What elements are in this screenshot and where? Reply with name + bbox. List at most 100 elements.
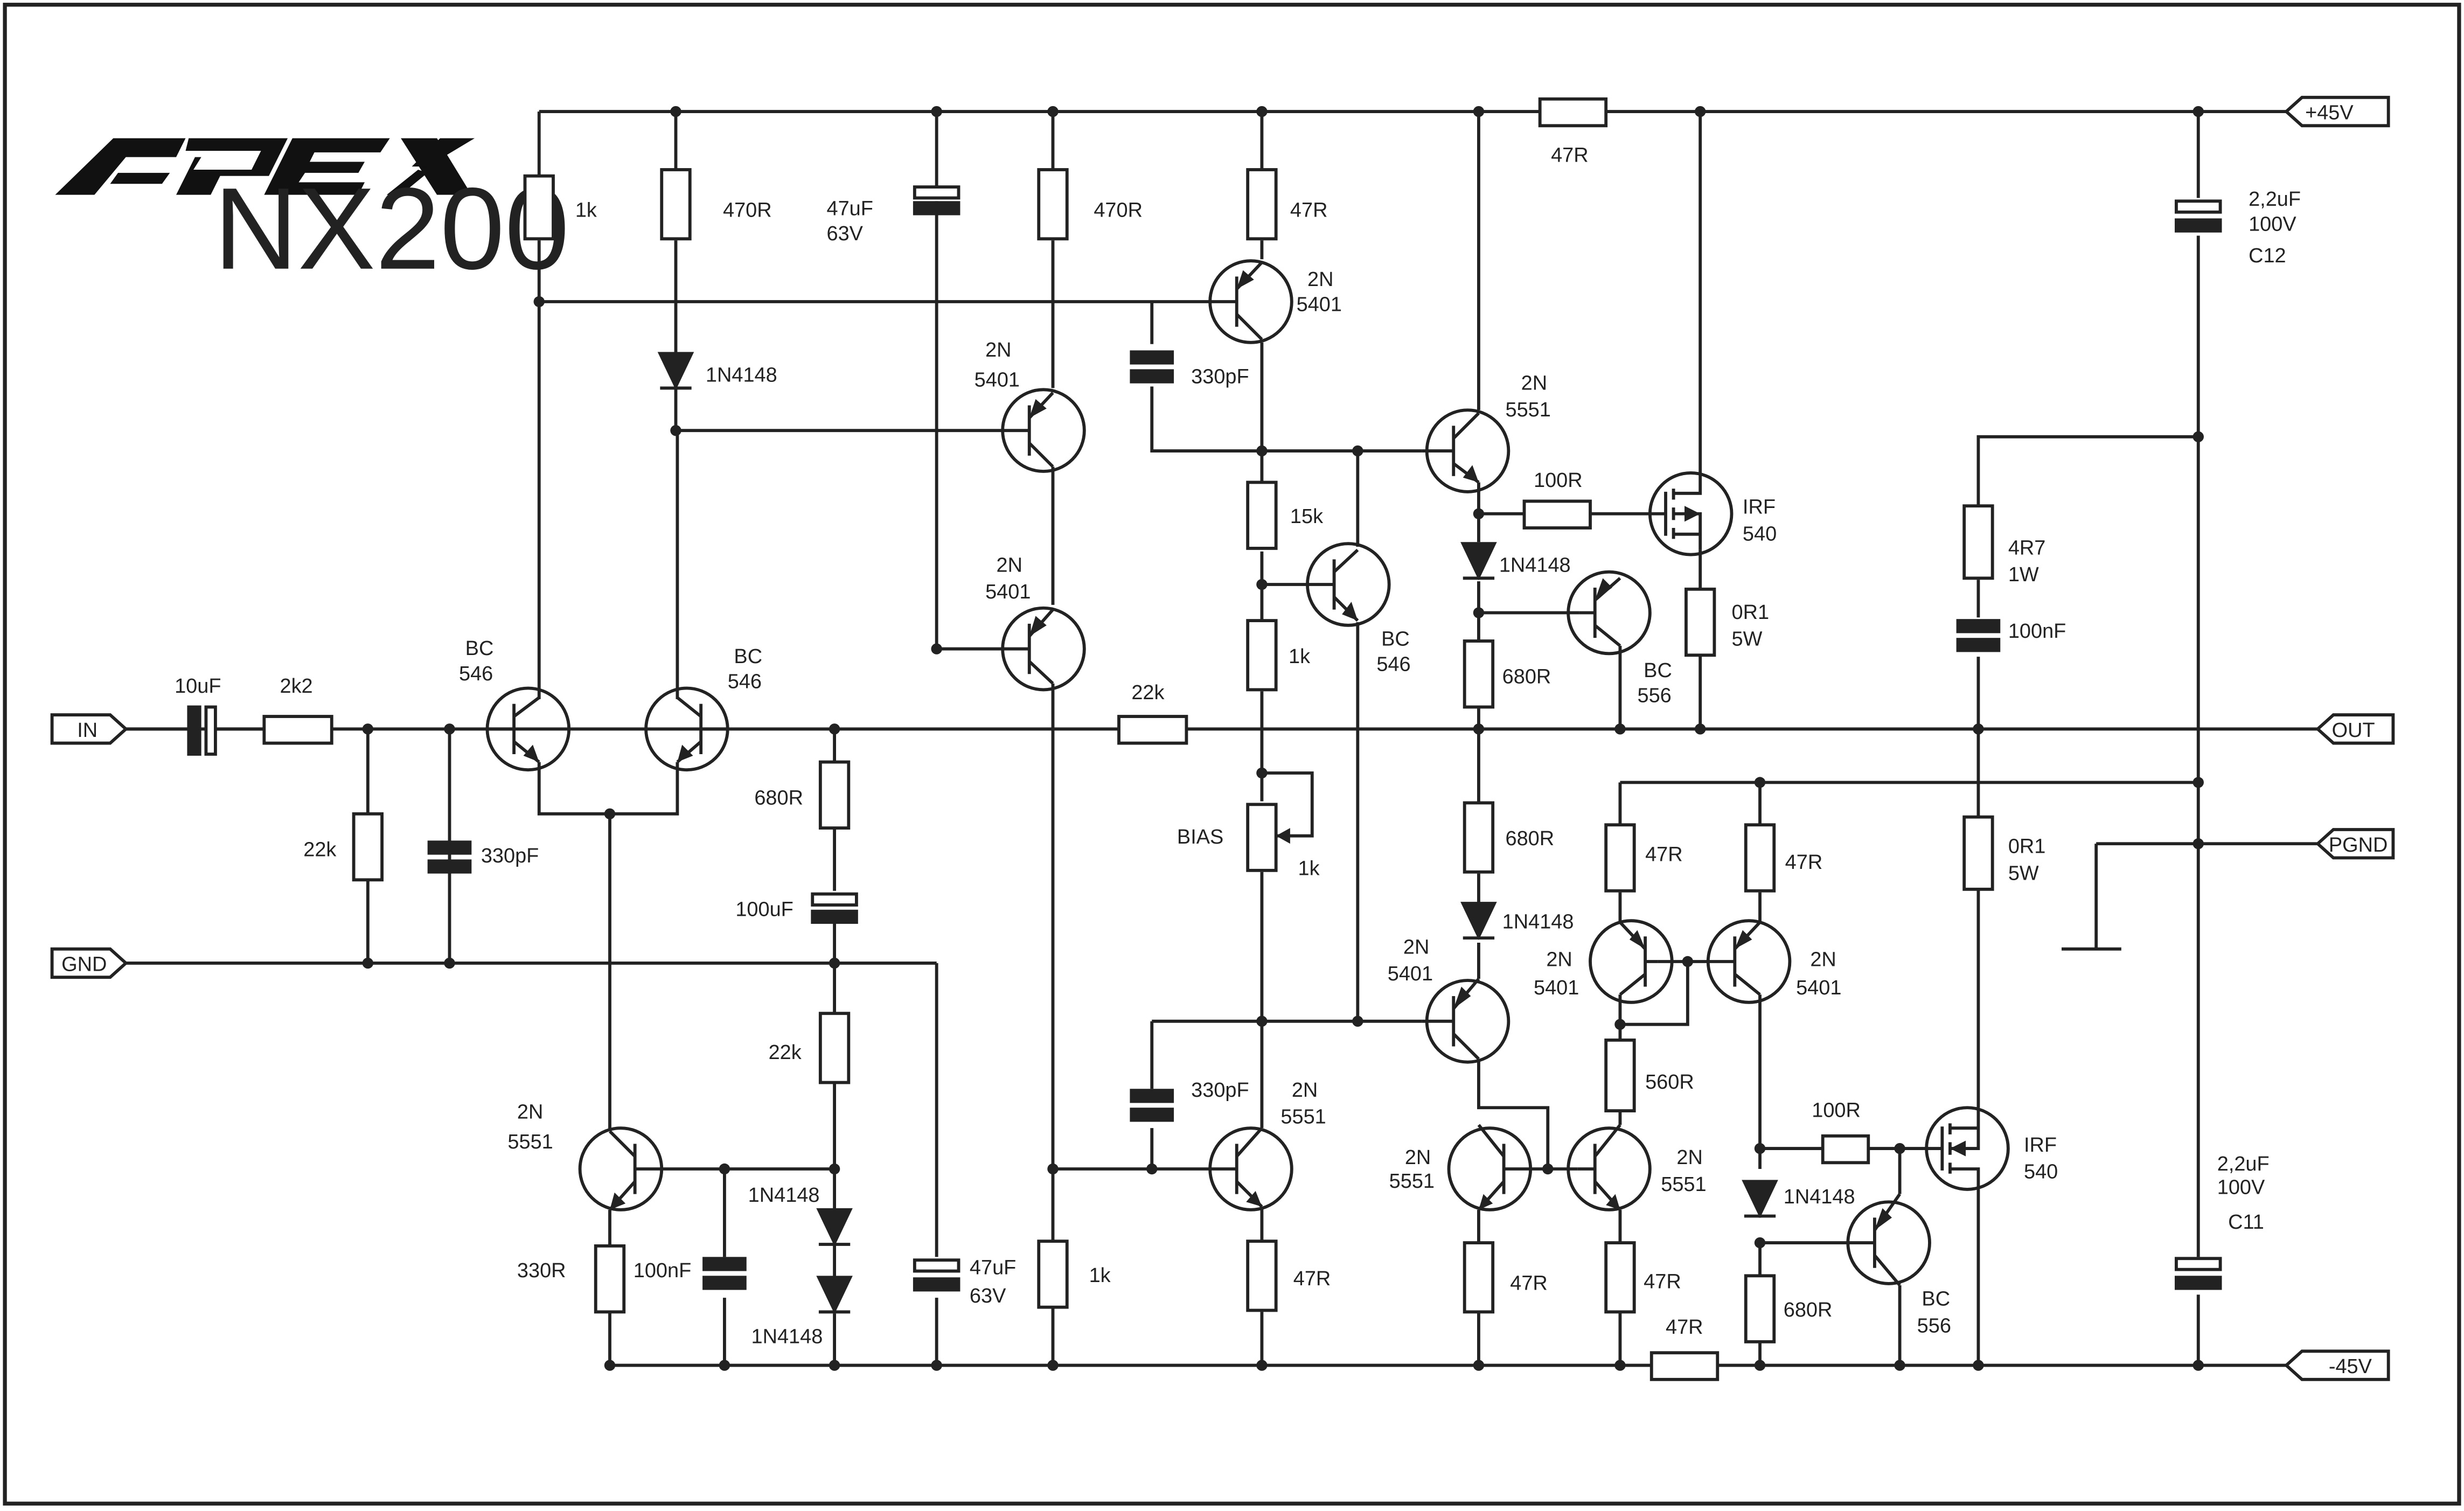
transistors (485, 259, 2010, 1286)
resistor-1k-top (523, 174, 555, 241)
component-label: 47R (1551, 144, 1589, 166)
component-label: 100nF (634, 1259, 691, 1282)
component-label: 556 (1638, 685, 1672, 707)
component-label: 0R1 (1732, 601, 1770, 624)
transistor-arrows (523, 270, 1966, 1230)
resistor-330r (594, 1244, 626, 1314)
resistor-47r-right (1744, 823, 1776, 893)
component-label: 2,2uF (2217, 1153, 2270, 1175)
component-label: 546 (728, 671, 762, 693)
component-label: 330pF (1191, 1079, 1249, 1102)
component-label: C11 (2228, 1211, 2264, 1234)
component-label: 5551 (1506, 399, 1551, 421)
port-in (50, 713, 129, 745)
label-in: IN (77, 719, 98, 742)
component-label: 2k2 (280, 675, 313, 698)
component-label: 680R (1784, 1299, 1833, 1321)
component-label: 5401 (1534, 977, 1579, 999)
resistor-47r-cs2 (1604, 1241, 1636, 1314)
component-label: BC (465, 637, 494, 660)
resistor-47r-cs1 (1463, 1241, 1495, 1314)
component-label: 5W (1732, 628, 1763, 651)
component-label: 546 (459, 663, 493, 685)
component-label: 100nF (2008, 620, 2066, 643)
component-label: 5551 (1389, 1170, 1435, 1193)
component-label: 556 (1917, 1314, 1951, 1337)
component-label: 1k (1289, 645, 1311, 668)
resistor-1k-bias (1246, 619, 1278, 692)
component-label: BC (1922, 1288, 1950, 1311)
component-label: 470R (723, 199, 772, 221)
component-label: 22k (303, 839, 337, 861)
component-label: 47R (1290, 199, 1328, 221)
component-label: 47R (1666, 1316, 1703, 1339)
label-pgnd: PGND (2329, 834, 2388, 857)
component-label: 1N4148 (1502, 911, 1574, 934)
component-label: 2N (517, 1101, 543, 1124)
component-label: IRF (2024, 1134, 2057, 1157)
resistor-100r-bot (1821, 1134, 1870, 1165)
label-vneg: -45V (2329, 1355, 2372, 1378)
component-label: 47R (1644, 1271, 1681, 1293)
component-label: BC (734, 645, 762, 668)
component-label: 4R7 (2008, 537, 2046, 560)
component-label: 5551 (507, 1131, 553, 1153)
component-label: 680R (754, 786, 803, 809)
component-labels: 10uF 2k2 22k 330pF BC 546 BC 546 1k 470R 1… (175, 144, 2301, 1348)
wires (126, 110, 2318, 1367)
resistor-560r (1604, 1038, 1636, 1112)
port-pgnd (2315, 828, 2395, 860)
component-label: 540 (2024, 1160, 2058, 1183)
resistor-15k (1246, 481, 1278, 550)
component-label: 1N4148 (1499, 554, 1571, 577)
component-label: 330pF (1191, 366, 1249, 388)
component-label: 47R (1293, 1268, 1331, 1290)
resistor-47r-neg (1649, 1351, 1720, 1381)
component-label: 560R (1645, 1071, 1694, 1094)
component-label: IRF (1743, 496, 1776, 519)
component-label: 680R (1502, 666, 1551, 688)
resistor-22k-in (352, 812, 384, 882)
junctions (362, 106, 2204, 1371)
component-label: 680R (1506, 827, 1555, 850)
resistor-47r-left (1604, 823, 1636, 893)
component-label: 1k (1089, 1264, 1111, 1287)
component-label: 63V (970, 1285, 1006, 1307)
resistor-680r-mid (1463, 801, 1495, 874)
component-label: 2N (1546, 949, 1572, 971)
port-tags (50, 95, 2395, 1381)
component-label: 5551 (1280, 1105, 1326, 1128)
component-label: 2N (997, 554, 1022, 577)
component-label: 10uF (175, 675, 221, 698)
port-gnd (50, 947, 129, 979)
resistor-2k2 (262, 715, 333, 745)
capacitors (187, 185, 2222, 1292)
label-vpos: +45V (2305, 102, 2354, 124)
component-label: 100V (2249, 213, 2296, 236)
apex-logo (55, 138, 475, 195)
component-label: 2N (985, 339, 1011, 361)
resistor-470r-a (660, 168, 692, 241)
component-label: 1k (575, 199, 597, 221)
component-label: 330pF (481, 845, 539, 867)
component-label: C12 (2249, 245, 2286, 267)
component-label: 47R (1785, 851, 1823, 874)
component-label: 5401 (975, 368, 1020, 391)
resistor-1k-bot (1037, 1240, 1069, 1309)
component-label: 5401 (1297, 293, 1342, 316)
resistors (262, 97, 1994, 1381)
component-label: 47R (1510, 1272, 1548, 1295)
label-out: OUT (2332, 719, 2375, 742)
resistor-22k-fb (1117, 715, 1188, 745)
resistor-0r1-top (1685, 587, 1716, 657)
component-label: 2N (1405, 1146, 1431, 1169)
resistor-680r-fb (818, 760, 851, 830)
component-label: 470R (1094, 199, 1143, 221)
resistor-100r-top (1522, 499, 1592, 530)
component-label: 5551 (1661, 1173, 1706, 1196)
component-label: 5401 (985, 581, 1031, 603)
component-label: 2N (1676, 1146, 1702, 1169)
component-label: BIAS (1177, 826, 1223, 848)
component-label: BC (1381, 628, 1410, 651)
